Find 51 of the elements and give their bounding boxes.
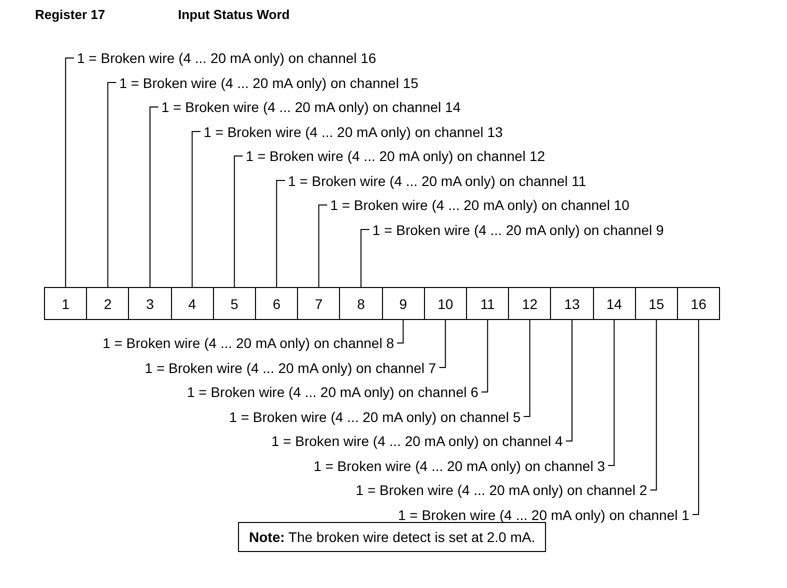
bit-description: 1 = Broken wire (4 ... 20 mA only) on channel 11 (288, 172, 586, 188)
bit-description: 1 = Broken wire (4 ... 20 mA only) on channel 13 (204, 124, 503, 140)
bit-description: 1 = Broken wire (4 ... 20 mA only) on channel 8 (102, 335, 394, 351)
bit-cell: 5 (212, 287, 256, 320)
bit-cell: 6 (255, 287, 298, 320)
bit-description: 1 = Broken wire (4 ... 20 mA only) on channel 4 (271, 433, 563, 449)
bit-description: 1 = Broken wire (4 ... 20 mA only) on channel 1 (398, 506, 690, 522)
leader-line (523, 320, 530, 417)
leader-line (360, 229, 370, 288)
leader-line (438, 320, 446, 368)
bit-cell: 11 (466, 287, 510, 320)
bit-description: 1 = Broken wire (4 ... 20 mA only) on channel 14 (161, 99, 461, 115)
bit-cell: 7 (297, 287, 340, 320)
leader-line (608, 320, 615, 466)
bit-description: 1 = Broken wire (4 ... 20 mA only) on channel 16 (77, 50, 376, 66)
bit-cell: 8 (339, 287, 383, 320)
bit-cell: 2 (86, 287, 130, 320)
bit-description: 1 = Broken wire (4 ... 20 mA only) on channel 15 (119, 74, 418, 90)
bit-description: 1 = Broken wire (4 ... 20 mA only) on channel 5 (229, 408, 521, 424)
leader-line (565, 320, 572, 442)
bit-cell: 15 (634, 287, 678, 320)
bit-description: 1 = Broken wire (4 ... 20 mA only) on channel 2 (356, 482, 648, 498)
bit-cell: 14 (592, 287, 636, 320)
register-title: Register 17 (35, 7, 106, 23)
leader-line (276, 180, 286, 288)
bit-cell: 3 (128, 287, 172, 320)
bit-cell: 16 (677, 287, 720, 320)
bit-cell: 13 (550, 287, 594, 320)
bit-description: 1 = Broken wire (4 ... 20 mA only) on channel 7 (144, 360, 436, 376)
bit-description: 1 = Broken wire (4 ... 20 mA only) on channel 10 (330, 197, 630, 213)
note-box: Note: The broken wire detect is set at 2.0 mA. (238, 522, 546, 552)
bit-cell: 1 (44, 287, 88, 320)
bit-cell: 4 (170, 287, 214, 320)
leader-line (149, 106, 159, 288)
leader-line (65, 58, 74, 288)
leader-line (650, 320, 657, 490)
leader-line (480, 320, 488, 392)
leader-line (396, 320, 404, 344)
register-name: Input Status Word (178, 7, 290, 23)
bit-cell: 12 (508, 287, 552, 320)
leader-line (692, 320, 700, 515)
bit-description: 1 = Broken wire (4 ... 20 mA only) on channel 3 (314, 458, 605, 474)
bit-description: 1 = Broken wire (4 ... 20 mA only) on channel 12 (246, 148, 546, 164)
bit-cell: 10 (424, 287, 467, 320)
leader-line (318, 204, 328, 288)
bit-description: 1 = Broken wire (4 ... 20 mA only) on channel 9 (372, 222, 664, 238)
leader-line (192, 131, 202, 288)
leader-line (107, 82, 117, 288)
bit-cell: 9 (382, 287, 425, 320)
leader-line (234, 156, 244, 288)
bit-description: 1 = Broken wire (4 ... 20 mA only) on channel 6 (186, 384, 478, 400)
